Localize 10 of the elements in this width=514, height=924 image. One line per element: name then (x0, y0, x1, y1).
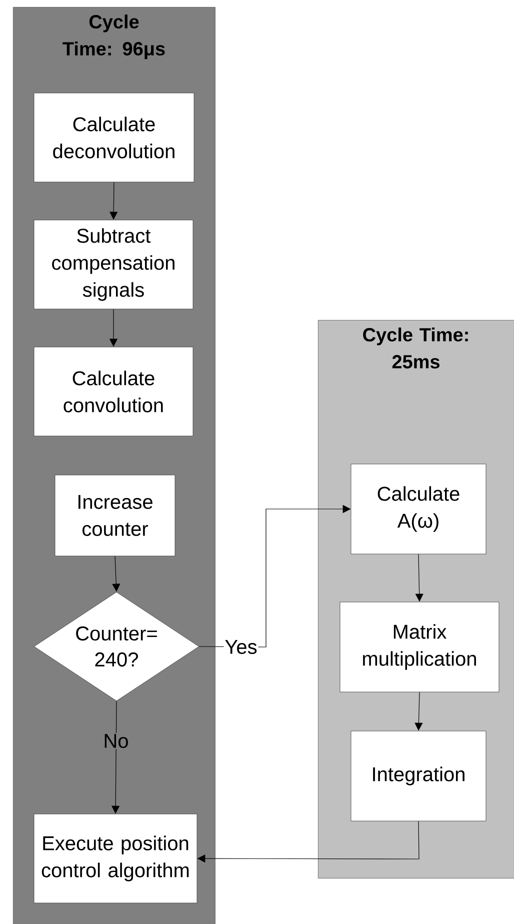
process-box: Execute position control algorithm (34, 814, 198, 904)
edge-label: No (102, 733, 130, 749)
edge-label: Yes (224, 639, 258, 655)
process-box: Calculate deconvolution (34, 92, 194, 182)
process-box: Subtract compensation signals (34, 220, 194, 310)
process-box: Calculate convolution (34, 346, 194, 436)
process-box: Integration (350, 730, 486, 822)
process-box: Increase counter (54, 474, 176, 556)
process-box: Matrix multiplication (340, 602, 500, 692)
process-box: Calculate A(ω) (350, 464, 486, 554)
